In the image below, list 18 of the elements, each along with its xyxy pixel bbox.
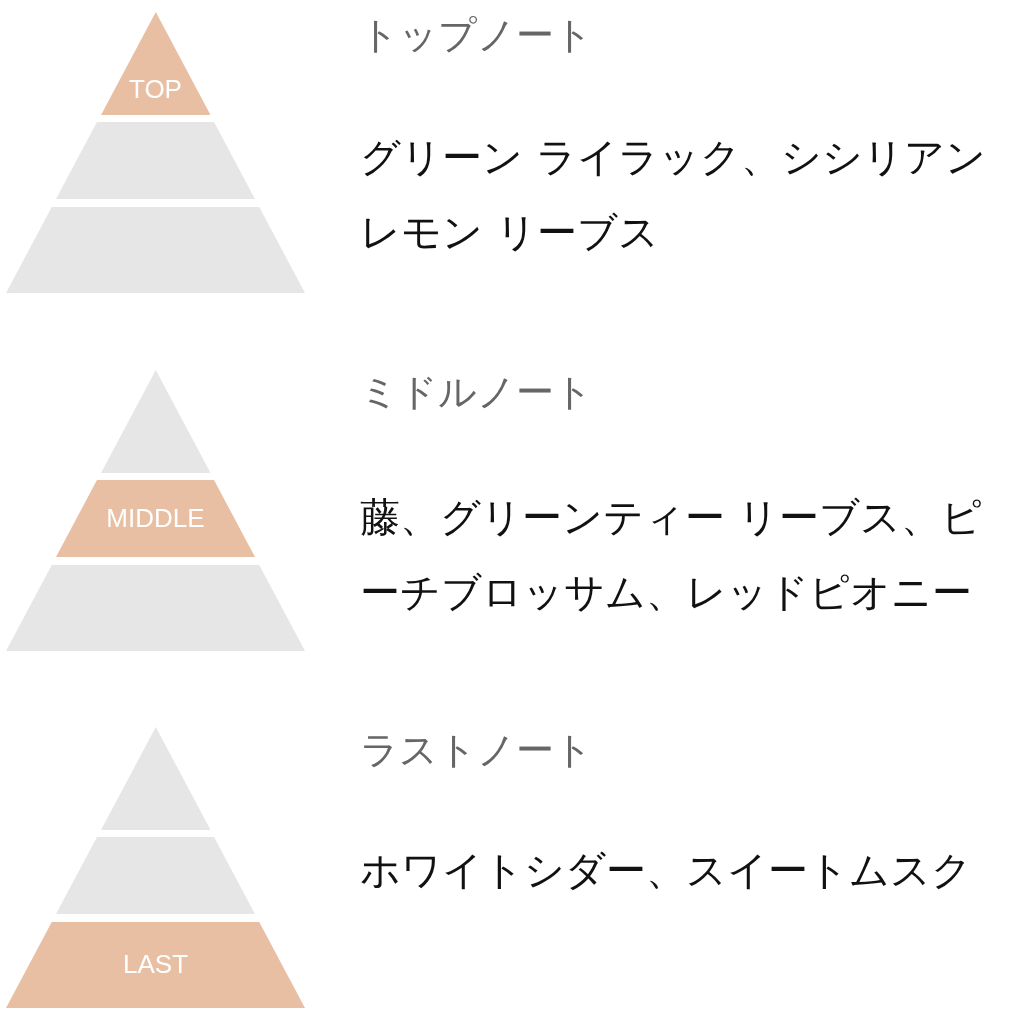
pyramid-tier-triangle bbox=[100, 370, 211, 473]
tier-label: LAST bbox=[122, 949, 189, 980]
pyramid-tier-trapezoid bbox=[6, 207, 305, 293]
pyramid-tier-trapezoid bbox=[6, 922, 305, 1008]
pyramid-tier-triangle bbox=[100, 12, 211, 115]
note-heading: ミドルノート bbox=[360, 369, 593, 415]
note-heading: トップノート bbox=[360, 12, 593, 58]
pyramid-tier-trapezoid bbox=[56, 480, 255, 557]
tier-label: MIDDLE bbox=[105, 502, 206, 534]
pyramid-tier-trapezoid bbox=[56, 122, 255, 199]
pyramid-tier-triangle bbox=[100, 727, 211, 830]
pyramid-tier-trapezoid bbox=[56, 837, 255, 914]
pyramid-tier-trapezoid bbox=[6, 565, 305, 651]
note-ingredients: 藤、グリーンティー リーブス、ピーチブロッサム、レッドピオニー bbox=[360, 493, 983, 617]
note-ingredients: グリーン ライラック、シシリアンレモン リーブス bbox=[360, 133, 987, 257]
note-ingredients: ホワイトシダー、スイートムスク bbox=[360, 846, 973, 895]
tier-label: TOP bbox=[128, 74, 183, 105]
note-heading: ラストノート bbox=[360, 727, 593, 773]
